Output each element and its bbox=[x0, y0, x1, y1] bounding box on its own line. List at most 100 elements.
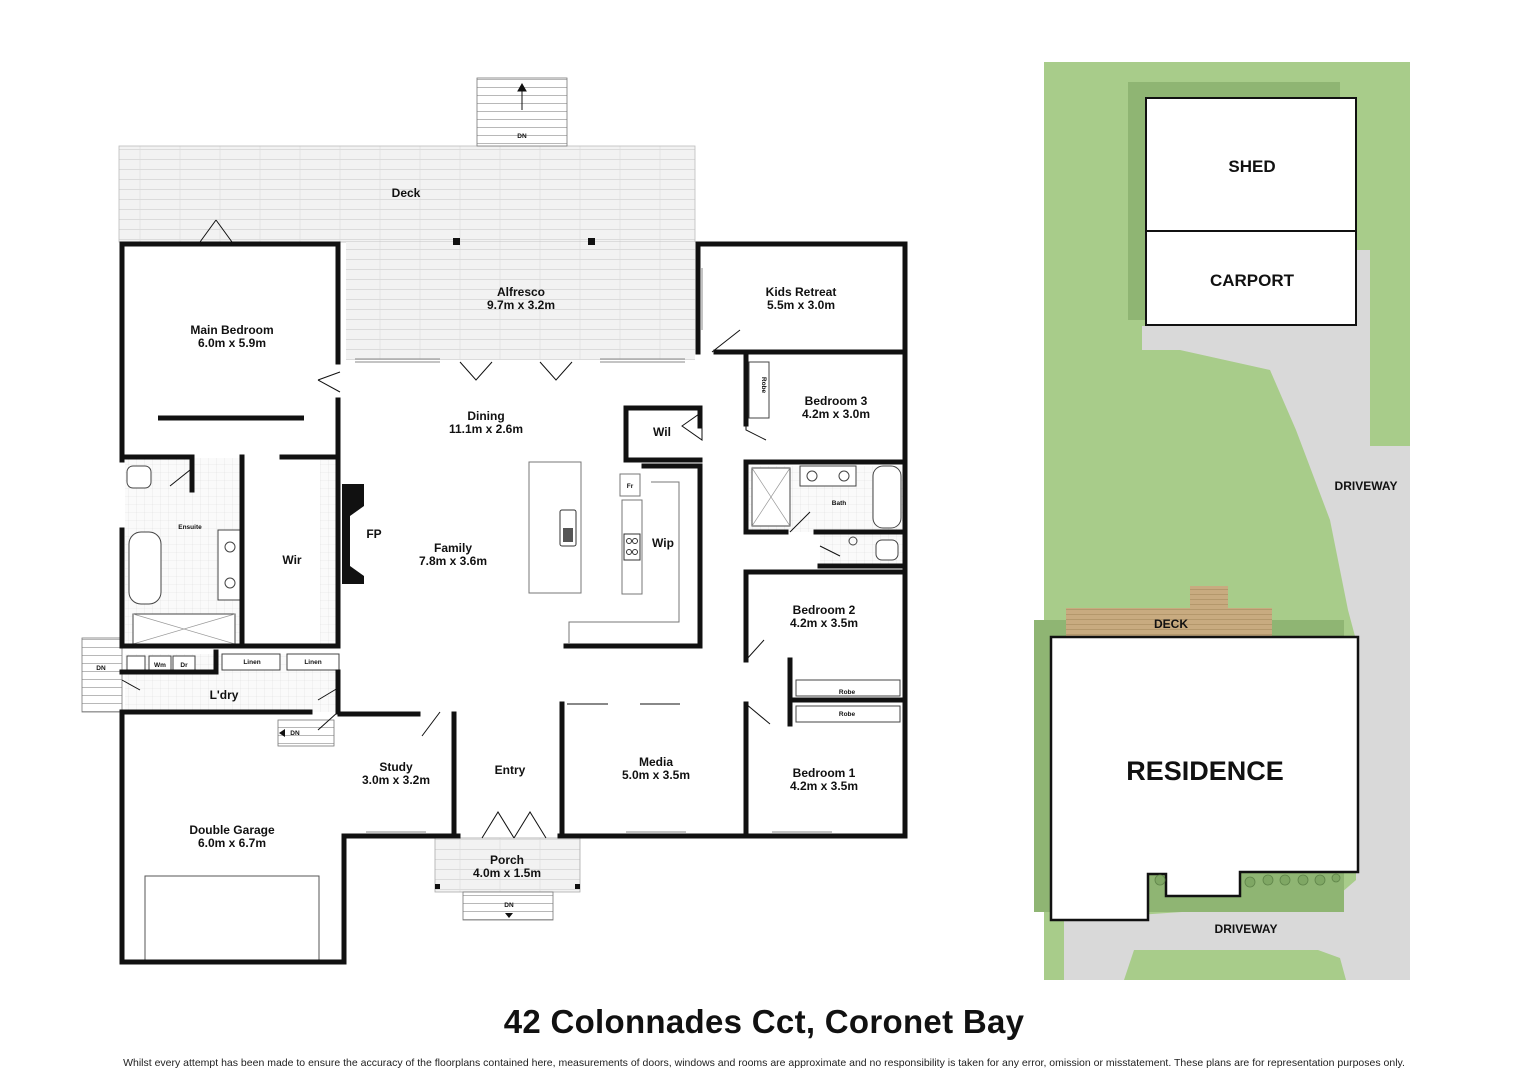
deck-label: Deck bbox=[392, 186, 421, 200]
media-label: Media bbox=[639, 755, 673, 769]
driveway-side bbox=[1142, 250, 1410, 980]
wir-label: Wir bbox=[282, 553, 302, 567]
laundry-stairs bbox=[81, 637, 123, 713]
shower-cross bbox=[132, 613, 236, 645]
porch-post bbox=[435, 884, 440, 889]
study-size: 3.0m x 3.2m bbox=[362, 773, 430, 787]
study-label: Study bbox=[379, 760, 413, 774]
garage-size: 6.0m x 6.7m bbox=[198, 836, 266, 850]
wm-label: Wm bbox=[154, 662, 166, 669]
doors bbox=[121, 219, 841, 839]
basin bbox=[838, 470, 850, 482]
floorplan: Deck Alfresco 9.7m x 3.2m Kids Retreat 5… bbox=[81, 77, 908, 965]
wip-label: Wip bbox=[652, 536, 674, 550]
bedroom1-size: 4.2m x 3.5m bbox=[790, 779, 858, 793]
toilet-icon bbox=[126, 465, 152, 489]
kids-retreat-label: Kids Retreat bbox=[766, 285, 837, 299]
shrub bbox=[1331, 873, 1341, 883]
down-arrow-icon bbox=[505, 913, 513, 918]
linen-cupboard bbox=[286, 653, 340, 671]
driveway-front bbox=[1064, 900, 1410, 980]
carport-label: CARPORT bbox=[1210, 271, 1295, 290]
site-deck bbox=[1066, 608, 1272, 638]
alfresco-label: Alfresco bbox=[497, 285, 545, 299]
wir-tiles bbox=[320, 460, 336, 646]
up-arrow-icon bbox=[517, 82, 527, 110]
wall bbox=[623, 405, 703, 463]
wall bbox=[119, 711, 347, 965]
family-size: 7.8m x 3.6m bbox=[419, 554, 487, 568]
carport bbox=[1145, 230, 1357, 326]
residence-label: RESIDENCE bbox=[1126, 756, 1284, 786]
door-swing bbox=[819, 545, 841, 557]
post bbox=[588, 238, 595, 245]
robe-b3-label: Robe bbox=[760, 377, 767, 394]
door-swing bbox=[317, 711, 339, 731]
door-swing bbox=[169, 469, 191, 487]
alfresco-area bbox=[346, 242, 695, 360]
robe-b1 bbox=[795, 705, 901, 723]
bedroom3-label: Bedroom 3 bbox=[805, 394, 868, 408]
media-size: 5.0m x 3.5m bbox=[622, 768, 690, 782]
wall bbox=[119, 454, 195, 493]
driveway-front-label: DRIVEWAY bbox=[1215, 922, 1278, 936]
tub-icon bbox=[126, 655, 146, 671]
door-swing bbox=[421, 711, 441, 737]
bathtub-icon bbox=[872, 465, 902, 529]
site-plan: SHED CARPORT DRIVEWAY DECK RESIDENCE DRI… bbox=[1034, 62, 1410, 980]
porch-post bbox=[575, 884, 580, 889]
fr-label: Fr bbox=[627, 483, 634, 490]
deck-stairs-dn: DN bbox=[517, 133, 527, 140]
robe-b3 bbox=[748, 361, 770, 419]
site-deck-steps bbox=[1190, 586, 1228, 608]
kids-retreat-size: 5.5m x 3.0m bbox=[767, 298, 835, 312]
wall bbox=[743, 459, 789, 535]
basin bbox=[224, 541, 236, 553]
garage-label: Double Garage bbox=[189, 823, 275, 837]
bedroom3-size: 4.2m x 3.0m bbox=[802, 407, 870, 421]
wall bbox=[563, 463, 703, 649]
wall bbox=[557, 241, 908, 839]
robe-b1-label: Robe bbox=[839, 711, 856, 718]
alfresco-size: 9.7m x 3.2m bbox=[487, 298, 555, 312]
walls bbox=[119, 241, 908, 965]
door-swing bbox=[789, 511, 811, 533]
porch-label: Porch bbox=[490, 853, 524, 867]
toilet-icon bbox=[875, 539, 899, 561]
fireplace-icon bbox=[342, 484, 364, 584]
kitchen-bench bbox=[568, 481, 680, 643]
door-swing bbox=[539, 361, 573, 381]
linen-label-2: Linen bbox=[304, 659, 321, 666]
garage-stairs-dn: DN bbox=[290, 730, 300, 737]
dining-label: Dining bbox=[467, 409, 504, 423]
property-address-title: 42 Colonnades Cct, Coronet Bay bbox=[503, 1003, 1025, 1040]
deck-site-label: DECK bbox=[1154, 617, 1188, 631]
porch-area bbox=[434, 837, 581, 893]
linen-label-1: Linen bbox=[243, 659, 260, 666]
post bbox=[453, 238, 460, 245]
hotplate bbox=[632, 538, 638, 544]
wall bbox=[119, 649, 219, 675]
left-arrow-icon bbox=[279, 729, 285, 737]
fp-label: FP bbox=[366, 527, 381, 541]
robe-b2-label: Robe bbox=[839, 689, 856, 696]
dr-label: Dr bbox=[180, 662, 188, 669]
fridge-space bbox=[619, 473, 641, 497]
hotplate bbox=[626, 538, 632, 544]
entry-label: Entry bbox=[495, 763, 526, 777]
basin bbox=[806, 470, 818, 482]
vanity-icon bbox=[217, 529, 241, 601]
sink-bowl bbox=[563, 528, 573, 542]
robe-b2 bbox=[795, 679, 901, 697]
driveway-side-label: DRIVEWAY bbox=[1335, 479, 1398, 493]
shrub bbox=[1244, 876, 1256, 888]
residence bbox=[1049, 635, 1360, 922]
garage-door-outline bbox=[144, 875, 320, 961]
wil-label: Wil bbox=[653, 425, 671, 439]
hotplate bbox=[626, 549, 632, 555]
laundry-label: L'dry bbox=[210, 688, 239, 702]
vanity-icon bbox=[799, 465, 857, 487]
shrub bbox=[1154, 874, 1166, 886]
shrubs bbox=[1154, 873, 1341, 888]
